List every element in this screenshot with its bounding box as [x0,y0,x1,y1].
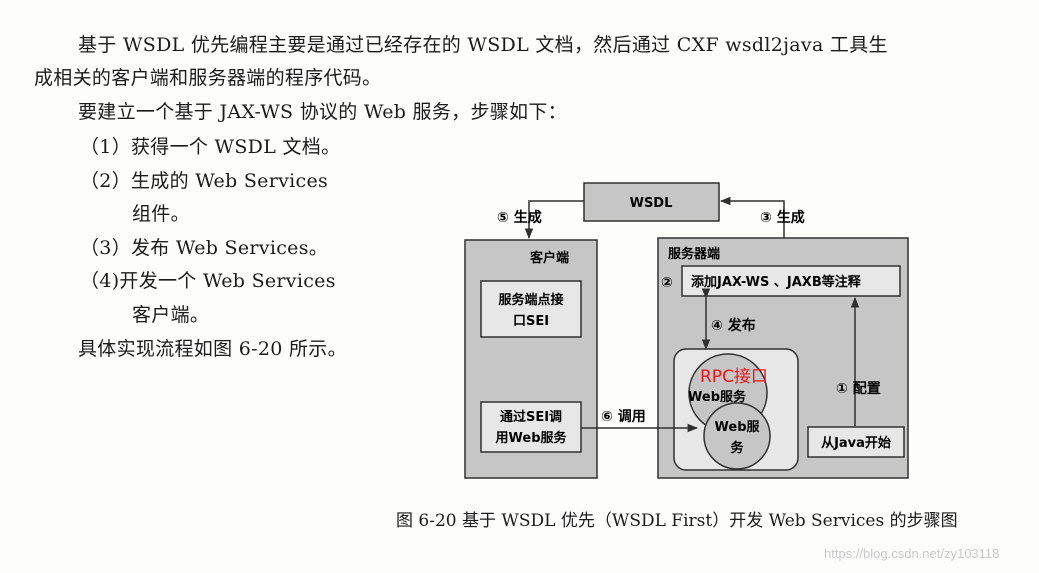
sei-box-line2: 口SEI [513,314,549,329]
arrow-step5 [524,200,584,240]
server-title: 服务器端 [668,246,720,262]
step-4-cont: 客户端。 [132,304,210,326]
para-line-2: 成相关的客户端和服务器端的程序代码。 [34,67,382,89]
annotation-box [681,265,901,297]
call-box [480,401,582,453]
step5-label: ⑤ 生成 [497,209,542,226]
wsdl-box [583,182,720,222]
web-service-circle-2 [703,402,771,470]
web-service-2-label-b: 务 [730,440,744,456]
client-title: 客户端 [530,250,569,266]
step-2-cont: 组件。 [132,203,190,225]
annotation-label: 添加JAX-WS 、JAXB等注释 [691,274,862,290]
figure-caption: 图 6-20 基于 WSDL 优先（WSDL First）开发 Web Serv… [396,511,958,531]
java-box [807,426,905,458]
step-3: （3）发布 Web Services。 [80,237,329,259]
para-line-1: 基于 WSDL 优先编程主要是通过已经存在的 WSDL 文档，然后通过 CXF … [78,34,888,56]
para-line-3: 要建立一个基于 JAX-WS 协议的 Web 服务，步骤如下： [78,101,567,123]
wsdl-label: WSDL [630,196,673,211]
web-service-2-label-a: Web服 [715,420,761,435]
step3-label: ③ 生成 [760,209,805,226]
java-box-label: 从Java开始 [821,435,891,451]
step2-label: ② [661,275,673,291]
web-service-1-label: Web服务 [688,389,747,405]
watermark-url: https://blog.csdn.net/zy103118 [824,546,1000,561]
step-4: （4)开发一个 Web Services [80,270,336,292]
step1-label: ① 配置 [836,380,881,397]
sei-box [480,280,582,338]
call-box-line2: 用Web服务 [495,430,568,446]
call-box-line1: 通过SEI调 [500,409,562,425]
step6-label: ⑥ 调用 [601,409,646,425]
sei-box-line1: 服务端点接 [498,292,563,308]
arrow-step3 [719,196,785,238]
closing-line: 具体实现流程如图 6-20 所示。 [78,338,347,360]
rpc-label: RPC接口 [700,367,768,387]
step-2: （2）生成的 Web Services [80,170,329,192]
step4-label: ④ 发布 [711,317,756,334]
step-1: （1）获得一个 WSDL 文档。 [80,136,341,158]
